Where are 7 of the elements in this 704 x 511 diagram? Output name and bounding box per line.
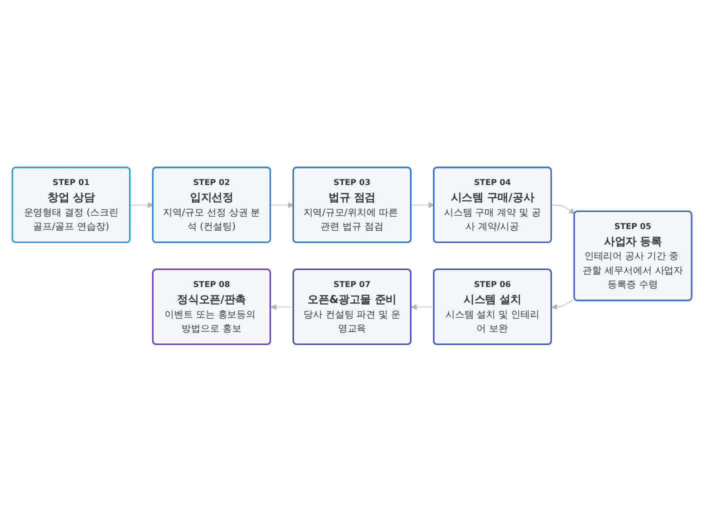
arrow [411,304,432,310]
arrow [551,204,575,214]
arrow [130,202,154,208]
arrow [552,299,573,310]
arrow [410,202,434,208]
arrow [270,202,294,208]
arrow [270,304,292,310]
